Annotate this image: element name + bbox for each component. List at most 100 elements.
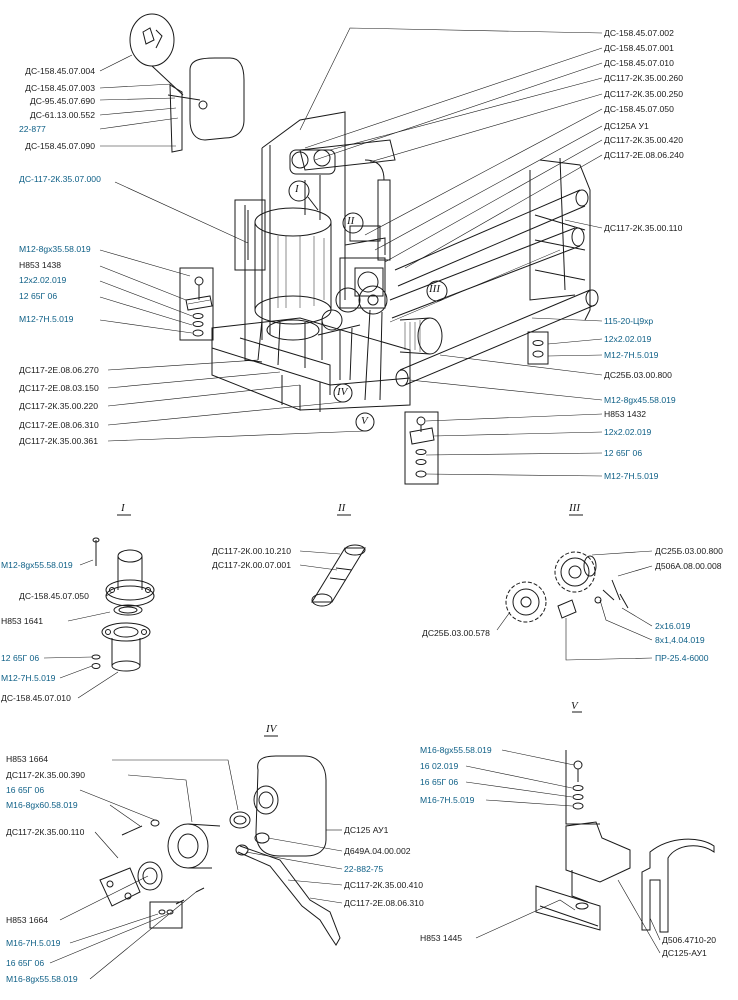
detail-III-leaders: [496, 550, 653, 661]
main-right-label-8: ДС117-2Е.08.06.240: [604, 150, 684, 160]
detail-V-label-5: Д506.4710-20: [662, 935, 717, 945]
main-assembly: [211, 111, 599, 412]
detail-IV-label-2: 16 65Г 06: [6, 785, 45, 795]
latch-detail: [129, 13, 245, 153]
main-left-label-0: ДС-158.45.07.004: [25, 66, 95, 76]
detail-IV-label-8: М16-8gх55.58.019: [6, 974, 78, 984]
main-right-label-6: ДС125А У1: [604, 121, 649, 131]
detail-IV-label-6: М16-7Н.5.019: [6, 938, 61, 948]
detail-II-leaders: [299, 550, 341, 571]
detail-III-title: III: [569, 502, 580, 514]
main-right-label-13: ДС25Б.03.00.800: [604, 370, 672, 380]
detail-I-drawing: [91, 514, 155, 672]
detail-III-label-4: ПР-25.4-6000: [655, 653, 709, 663]
main-left-label-8: Н853 1438: [19, 260, 62, 270]
fastener-stack-lower: [404, 411, 439, 485]
leader-lines-right: [299, 27, 603, 477]
main-left-label-10: 12 65Г 06: [19, 291, 58, 301]
main-left-label-5: ДС-158.45.07.090: [25, 141, 95, 151]
detail-V-label-1: 16 02.019: [420, 761, 459, 771]
main-left-label-11: М12-7Н.5.019: [19, 314, 74, 324]
detail-III-label-2: 2х16.019: [655, 621, 691, 631]
detail-IV-label-7: 16 65Г 06: [6, 958, 45, 968]
detail-V-title: V: [571, 700, 578, 712]
main-left-label-2: ДС-95.45.07.690: [29, 96, 95, 106]
detail-V-label-0: М16-8gх55.58.019: [420, 745, 492, 755]
detail-III-label-0: ДС25Б.03.00.800: [655, 546, 723, 556]
main-right-label-11: 12х2.02.019: [604, 334, 652, 344]
detail-IV-label-0: Н853 1664: [6, 754, 49, 764]
detail-III-drawing: [505, 514, 629, 623]
detail-V-label-6: ДС125-АУ1: [662, 948, 707, 958]
main-left-label-7: М12-8gх35.58.019: [19, 244, 91, 254]
callout-II: II: [347, 215, 355, 227]
detail-I-leaders: [43, 559, 119, 699]
detail-II-label-0: ДС117-2К.00.10.210: [212, 546, 291, 556]
detail-IV-title: IV: [266, 723, 277, 735]
callout-IV: IV: [337, 386, 348, 398]
detail-IV-label-10: Д649А.04.00.002: [344, 846, 411, 856]
main-left-label-14: ДС117-2К.35.00.220: [19, 401, 98, 411]
detail-IV-label-3: М16-8gх60.58.019: [6, 800, 78, 810]
main-left-label-12: ДС117-2Е.08.06.270: [19, 365, 99, 375]
detail-IV-leaders: [49, 759, 343, 980]
main-left-label-9: 12х2.02.019: [19, 275, 67, 285]
detail-V-label-2: 16 65Г 06: [420, 777, 459, 787]
detail-V-leaders: [465, 749, 661, 954]
detail-I-label-2: Н853 1641: [1, 616, 44, 626]
main-right-label-5: ДС-158.45.07.050: [604, 104, 674, 114]
detail-IV-label-4: ДС117-2К.35.00.110: [6, 827, 85, 837]
main-right-label-9: ДС117-2К.35.00.110: [604, 223, 683, 233]
main-right-label-14: М12-8gх45.58.019: [604, 395, 676, 405]
detail-I-label-4: М12-7Н.5.019: [1, 673, 56, 683]
detail-I-label-1: ДС-158.45.07.050: [19, 591, 89, 601]
leader-lines-left: [99, 54, 366, 442]
detail-III-label-5: ДС25Б.03.00.578: [422, 628, 490, 638]
main-left-label-1: ДС-158.45.07.003: [25, 83, 95, 93]
main-right-label-3: ДС117-2К.35.00.260: [604, 73, 683, 83]
detail-IV-label-9: ДС125 АУ1: [344, 825, 389, 835]
main-right-label-4: ДС117-2К.35.00.250: [604, 89, 683, 99]
detail-II-drawing: [311, 514, 366, 607]
detail-I-title: I: [121, 502, 125, 514]
main-left-label-16: ДС117-2К.35.00.361: [19, 436, 98, 446]
detail-I-label-5: ДС-158.45.07.010: [1, 693, 71, 703]
detail-IV-drawing: [99, 735, 341, 946]
detail-V-label-3: М16-7Н.5.019: [420, 795, 475, 805]
main-left-label-4: 22-877: [19, 124, 46, 134]
detail-I-label-3: 12 65Г 06: [1, 653, 40, 663]
main-left-label-3: ДС-61.13.00.552: [29, 110, 95, 120]
callout-III: III: [429, 283, 440, 295]
detail-V-drawing: [535, 711, 715, 933]
main-right-label-10: 115-20-Ц9хр: [604, 316, 654, 326]
main-right-label-1: ДС-158.45.07.001: [604, 43, 674, 53]
main-right-label-18: М12-7Н.5.019: [604, 471, 659, 481]
fastener-stack-right: [527, 331, 549, 365]
callout-I: I: [295, 183, 299, 195]
detail-IV-label-12: ДС117-2К.35.00.410: [344, 880, 423, 890]
detail-IV-label-1: ДС117-2К.35.00.390: [6, 770, 85, 780]
main-right-label-2: ДС-158.45.07.010: [604, 58, 674, 68]
main-right-label-17: 12 65Г 06: [604, 448, 643, 458]
detail-IV-label-13: ДС117-2Е.08.06.310: [344, 898, 424, 908]
main-right-label-16: 12х2.02.019: [604, 427, 652, 437]
main-left-label-13: ДС117-2Е.08.03.150: [19, 383, 99, 393]
main-right-label-0: ДС-158.45.07.002: [604, 28, 674, 38]
detail-I-label-0: М12-8gх55.58.019: [1, 560, 73, 570]
main-right-label-7: ДС117-2К.35.00.420: [604, 135, 683, 145]
detail-IV-label-11: 22-882-75: [344, 864, 384, 874]
main-right-label-12: М12-7Н.5.019: [604, 350, 659, 360]
detail-III-label-3: 8х1,4.04.019: [655, 635, 705, 645]
detail-II-title: II: [338, 502, 346, 514]
main-left-label-15: ДС117-2Е.08.06.310: [19, 420, 99, 430]
detail-II-label-1: ДС117-2К.00.07.001: [212, 560, 291, 570]
fastener-stack-left: [179, 267, 214, 341]
main-left-label-6: ДС-117-2К.35.07.000: [19, 174, 101, 184]
detail-IV-label-5: Н853 1664: [6, 915, 49, 925]
callout-V: V: [361, 415, 368, 427]
detail-V-label-4: Н853 1445: [420, 933, 463, 943]
main-right-label-15: Н853 1432: [604, 409, 647, 419]
detail-III-label-1: Д506А.08.00.008: [655, 561, 722, 571]
